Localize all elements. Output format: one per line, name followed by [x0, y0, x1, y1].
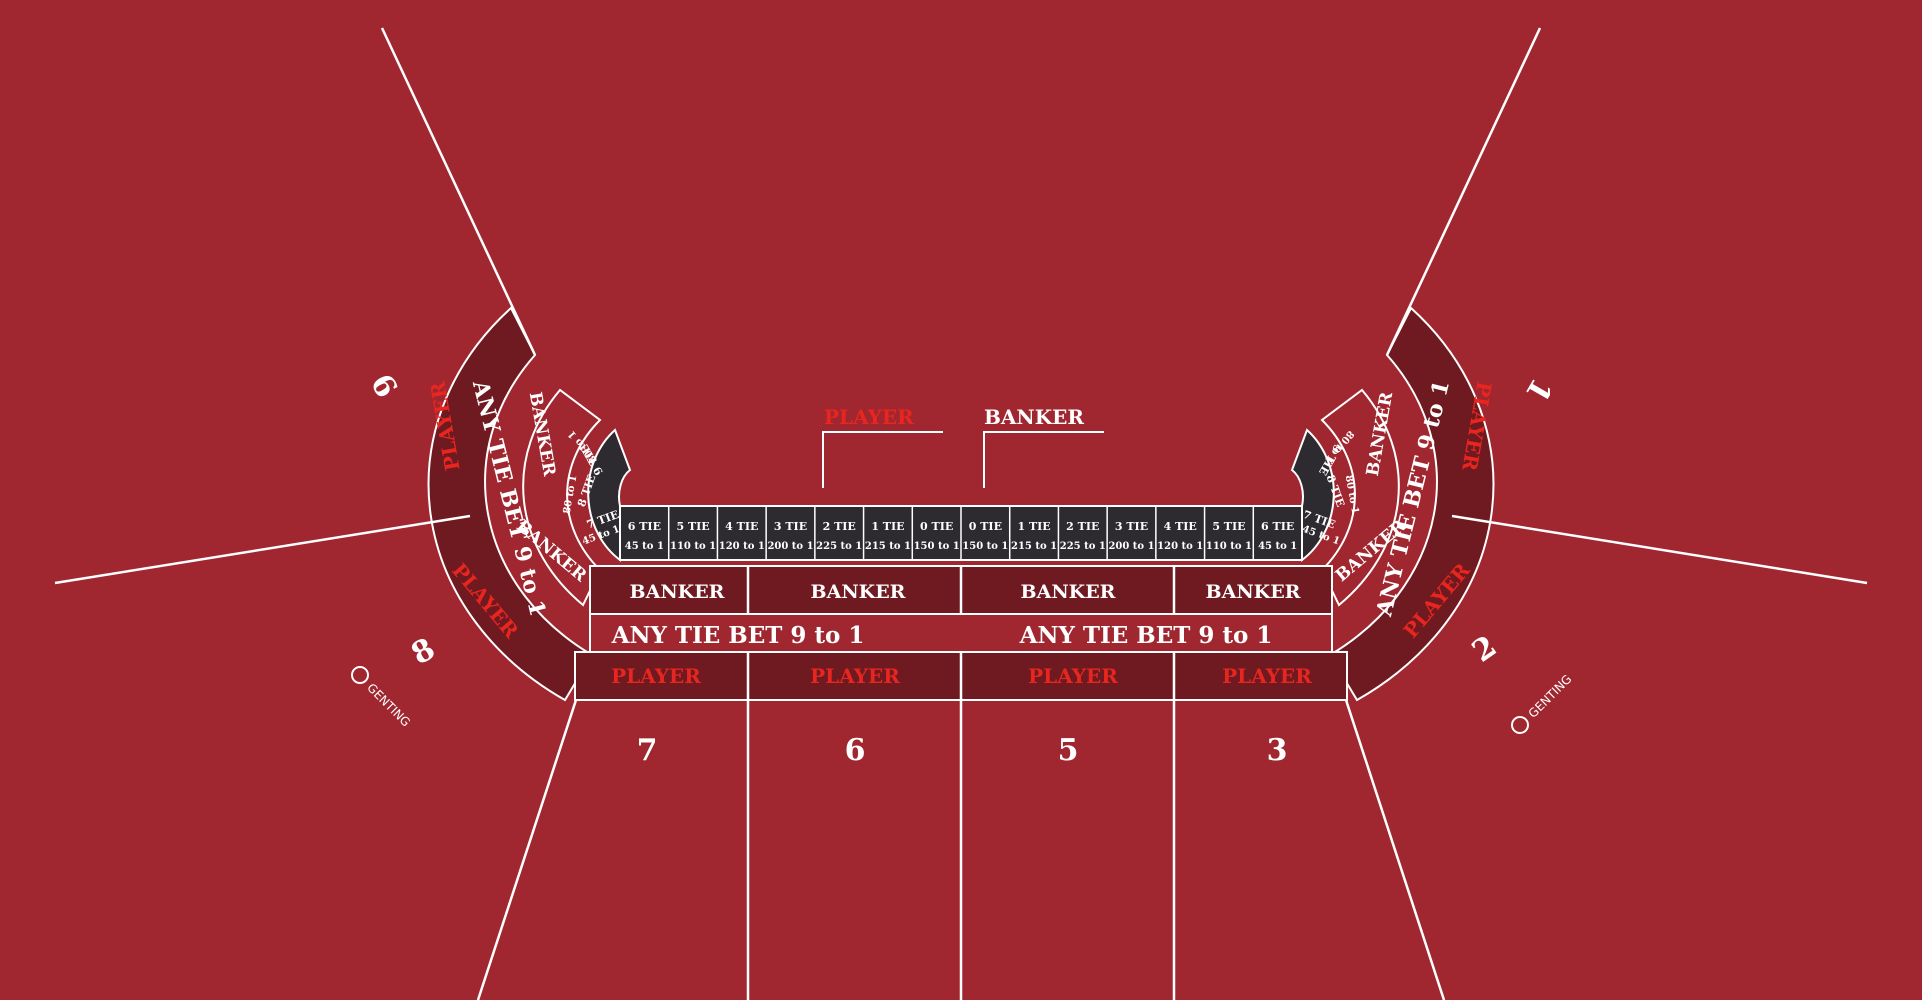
- tie-cell-payout: 225 to 1: [1060, 541, 1106, 552]
- tie-cell-label[interactable]: 2 TIE: [1066, 520, 1099, 533]
- tie-cell-label[interactable]: 3 TIE: [1115, 520, 1148, 533]
- tie-cell-payout: 45 to 1: [1258, 541, 1297, 552]
- tie-cell-label[interactable]: 5 TIE: [1212, 520, 1245, 533]
- right-curve-tie-area: [1290, 428, 1335, 562]
- seat-number-3: 3: [1267, 733, 1288, 768]
- tie-cell-payout: 110 to 1: [670, 541, 716, 552]
- seat-number-6: 6: [845, 733, 866, 768]
- tie-cell-label[interactable]: 2 TIE: [823, 520, 856, 533]
- seat-dividers: [54, 27, 1868, 1000]
- center-banker-label: BANKER: [984, 405, 1084, 429]
- tie-cell-label[interactable]: 4 TIE: [725, 520, 758, 533]
- tie-cell-payout: 110 to 1: [1206, 541, 1252, 552]
- center-markers: [822, 431, 1104, 488]
- tie-cell-label[interactable]: 1 TIE: [871, 520, 904, 533]
- tie-cell-label[interactable]: 4 TIE: [1164, 520, 1197, 533]
- banker-label-6: BANKER: [811, 581, 906, 603]
- banker-label-3: BANKER: [1206, 581, 1301, 603]
- tie-cell-label[interactable]: 6 TIE: [1261, 520, 1294, 533]
- player-label-7: PLAYER: [611, 664, 701, 688]
- tie-cell-label[interactable]: 1 TIE: [1017, 520, 1050, 533]
- tie-cell-label[interactable]: 3 TIE: [774, 520, 807, 533]
- tie-cells: 6 TIE 45 to 1 5 TIE 110 to 1 4 TIE 120 to 1 3 …: [625, 520, 1297, 552]
- tie-cell-payout: 200 to 1: [1108, 541, 1154, 552]
- right-curve-band: [1328, 306, 1495, 702]
- tie-cell-dividers: [667, 506, 1255, 560]
- tie-cell-payout: 215 to 1: [1011, 541, 1057, 552]
- any-tie-label-right: ANY TIE BET 9 to 1: [1019, 622, 1273, 649]
- tie-cell-label[interactable]: 5 TIE: [676, 520, 709, 533]
- player-label-6: PLAYER: [810, 664, 900, 688]
- right-curve-inner-band: [1320, 388, 1400, 607]
- tie-cell-label[interactable]: 0 TIE: [920, 520, 953, 533]
- left-curve-tie-area: [587, 428, 632, 562]
- tie-cell-label[interactable]: 6 TIE: [628, 520, 661, 533]
- tie-cell-payout: 200 to 1: [767, 541, 813, 552]
- any-tie-label-left: ANY TIE BET 9 to 1: [611, 622, 865, 649]
- tie-cell-payout: 120 to 1: [719, 541, 765, 552]
- brand-mark-icon: [1511, 716, 1529, 734]
- player-label-5: PLAYER: [1028, 664, 1118, 688]
- tie-cell-label[interactable]: 0 TIE: [969, 520, 1002, 533]
- seat-number-7: 7: [637, 733, 658, 768]
- tie-cell-payout: 45 to 1: [625, 541, 664, 552]
- banker-label-5: BANKER: [1021, 581, 1116, 603]
- player-label-3: PLAYER: [1222, 664, 1312, 688]
- tie-cell-payout: 215 to 1: [865, 541, 911, 552]
- banker-label-7: BANKER: [630, 581, 725, 603]
- center-player-label: PLAYER: [824, 405, 914, 429]
- brand-mark-icon: [351, 666, 369, 684]
- seat-number-5: 5: [1058, 733, 1079, 768]
- tie-cell-payout: 150 to 1: [914, 541, 960, 552]
- left-curve-band: [427, 306, 594, 702]
- tie-cell-payout: 120 to 1: [1157, 541, 1203, 552]
- left-curve-inner-band: [522, 388, 602, 607]
- tie-cell-payout: 225 to 1: [816, 541, 862, 552]
- tie-cell-payout: 150 to 1: [962, 541, 1008, 552]
